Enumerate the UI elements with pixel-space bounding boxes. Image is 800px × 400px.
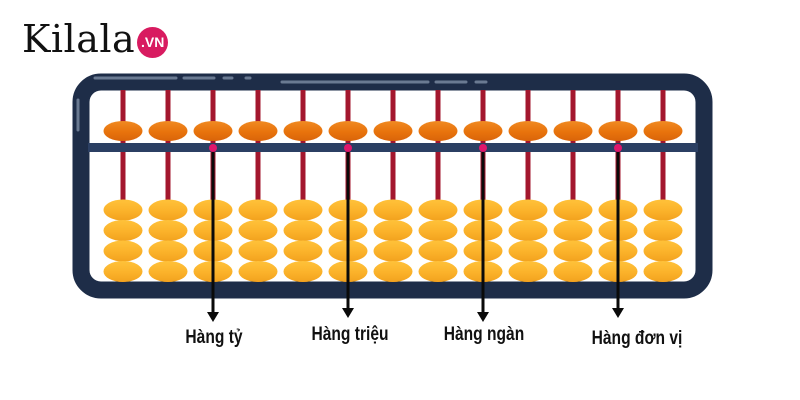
lower-bead[interactable]	[553, 220, 593, 241]
abacus-rod	[120, 90, 126, 282]
arrow-head-icon	[207, 312, 219, 322]
upper-bead[interactable]	[463, 121, 503, 141]
upper-bead[interactable]	[148, 121, 188, 141]
upper-bead[interactable]	[508, 121, 548, 141]
lower-bead[interactable]	[418, 220, 458, 241]
place-value-pointers	[207, 144, 624, 322]
lower-bead[interactable]	[553, 261, 593, 282]
logo-badge: .VN	[137, 26, 169, 58]
lower-bead[interactable]	[283, 220, 323, 241]
logo-text: Kilala	[22, 17, 136, 61]
place-value-label: Hàng triệu	[311, 324, 389, 345]
abacus-rod	[525, 90, 531, 282]
rod-marker-dot	[614, 144, 622, 152]
rod-marker-dot	[209, 144, 217, 152]
lower-bead[interactable]	[643, 220, 683, 241]
upper-bead[interactable]	[373, 121, 413, 141]
place-value-label: Hàng ngàn	[443, 324, 525, 345]
upper-bead[interactable]	[598, 121, 638, 141]
abacus-rod	[660, 90, 666, 282]
lower-bead[interactable]	[643, 199, 683, 221]
upper-bead[interactable]	[553, 121, 593, 141]
upper-bead[interactable]	[193, 121, 233, 141]
abacus-beam	[88, 143, 698, 152]
lower-bead[interactable]	[148, 199, 188, 221]
abacus-frame	[72, 73, 713, 299]
lower-bead[interactable]	[508, 261, 548, 282]
lower-bead[interactable]	[283, 240, 323, 262]
place-value-label: Hàng đơn vị	[591, 328, 683, 349]
lower-bead[interactable]	[103, 240, 143, 262]
lower-bead[interactable]	[508, 199, 548, 221]
lower-bead[interactable]	[418, 240, 458, 262]
lower-bead[interactable]	[238, 220, 278, 241]
lower-bead[interactable]	[238, 199, 278, 221]
abacus-rod	[300, 90, 306, 282]
lower-bead[interactable]	[553, 199, 593, 221]
upper-bead[interactable]	[103, 121, 143, 141]
lower-bead[interactable]	[238, 261, 278, 282]
abacus-rod	[435, 90, 441, 282]
lower-bead[interactable]	[148, 220, 188, 241]
abacus-rod	[255, 90, 261, 282]
rod-marker-dot	[344, 144, 352, 152]
lower-bead[interactable]	[373, 261, 413, 282]
lower-bead[interactable]	[238, 240, 278, 262]
lower-bead[interactable]	[508, 240, 548, 262]
rod-marker-dot	[479, 144, 487, 152]
arrow-head-icon	[342, 308, 354, 318]
lower-bead[interactable]	[103, 220, 143, 241]
lower-bead[interactable]	[418, 261, 458, 282]
lower-bead[interactable]	[103, 199, 143, 221]
lower-bead[interactable]	[508, 220, 548, 241]
upper-bead[interactable]	[283, 121, 323, 141]
lower-bead[interactable]	[643, 261, 683, 282]
abacus-beads	[103, 121, 683, 282]
lower-bead[interactable]	[643, 240, 683, 262]
upper-bead[interactable]	[238, 121, 278, 141]
upper-bead[interactable]	[643, 121, 683, 141]
lower-bead[interactable]	[373, 240, 413, 262]
upper-bead[interactable]	[418, 121, 458, 141]
lower-bead[interactable]	[103, 261, 143, 282]
arrow-head-icon	[612, 308, 624, 318]
lower-bead[interactable]	[148, 240, 188, 262]
lower-bead[interactable]	[283, 261, 323, 282]
lower-bead[interactable]	[373, 220, 413, 241]
abacus-rod	[570, 90, 576, 282]
arrow-head-icon	[477, 312, 489, 322]
lower-bead[interactable]	[148, 261, 188, 282]
abacus-rod	[165, 90, 171, 282]
abacus-rod	[390, 90, 396, 282]
lower-bead[interactable]	[373, 199, 413, 221]
lower-bead[interactable]	[553, 240, 593, 262]
kilala-logo: Kilala .VN	[22, 14, 169, 64]
lower-bead[interactable]	[283, 199, 323, 221]
place-value-label: Hàng tỷ	[185, 327, 243, 348]
upper-bead[interactable]	[328, 121, 368, 141]
lower-bead[interactable]	[418, 199, 458, 221]
